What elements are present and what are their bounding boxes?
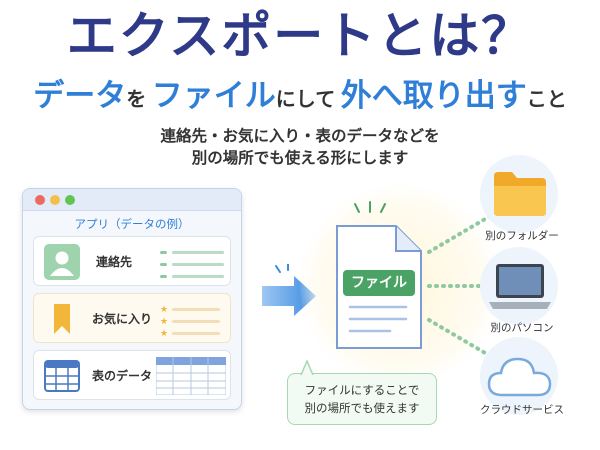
cloud-icon[interactable]: [486, 353, 554, 399]
subtitle-part-file: ファイル: [151, 78, 276, 114]
app-label: アプリ（データの例）: [74, 217, 190, 231]
file-badge: ファイル: [343, 270, 415, 296]
table-icon: [44, 360, 80, 392]
sparkle-icon: [354, 201, 386, 213]
star-icon: ★: [160, 328, 169, 339]
data-card-favorites[interactable]: お気に入り ★ ★ ★: [33, 293, 231, 343]
page-title: エクスポートとは？: [66, 7, 534, 65]
window-maximize-dot[interactable]: [65, 195, 75, 205]
file-note-bubble: ファイルにすることで 別の場所でも使えます: [287, 373, 437, 425]
data-card-table[interactable]: 表のデータ: [33, 350, 231, 400]
page-subtitle: データを ファイルにして 外へ取り出すこと: [0, 76, 600, 121]
app-window: アプリ（データの例） 連絡先 お気に入り ★ ★ ★: [22, 188, 242, 410]
dest-label-folder: 別のフォルダー: [485, 230, 559, 242]
window-minimize-dot[interactable]: [50, 195, 60, 205]
file-note-line-1: ファイルにすることで: [304, 383, 420, 397]
data-card-contacts[interactable]: 連絡先: [33, 236, 231, 286]
folder-icon[interactable]: [492, 168, 548, 218]
card-label-favorites: お気に入り: [92, 312, 153, 326]
description: 連絡先・お気に入り・表のデータなどを 別の場所でも使える形にします: [0, 125, 600, 169]
card-label-contacts: 連絡先: [96, 255, 133, 269]
window-titlebar: [23, 189, 241, 211]
description-line-2: 別の場所でも使える形にします: [191, 149, 409, 167]
table-preview: [156, 357, 226, 395]
window-close-dot[interactable]: [35, 195, 45, 205]
bookmark-icon: [54, 304, 70, 334]
file-note-line-2: 別の場所でも使えます: [304, 401, 420, 415]
subtitle-part-data: データ: [33, 78, 127, 114]
dest-label-cloud: クラウドサービス: [480, 404, 564, 416]
description-line-1: 連絡先・お気に入り・表のデータなどを: [160, 127, 440, 145]
card-lines-contacts: [160, 247, 224, 283]
bubble-tail: [300, 360, 314, 375]
star-icon: ★: [160, 316, 169, 327]
subtitle-part-wo: を: [126, 87, 147, 111]
card-stars-favorites: ★ ★ ★: [160, 304, 220, 340]
person-icon: [44, 244, 80, 280]
dest-label-laptop: 別のパソコン: [490, 322, 554, 334]
star-icon: ★: [160, 304, 169, 315]
subtitle-part-export: 外へ取り出す: [340, 78, 527, 114]
laptop-icon[interactable]: [487, 262, 553, 312]
subtitle-part-koto: こと: [526, 87, 567, 111]
subtitle-part-nishite: にして: [275, 87, 336, 111]
card-label-table: 表のデータ: [92, 369, 153, 383]
